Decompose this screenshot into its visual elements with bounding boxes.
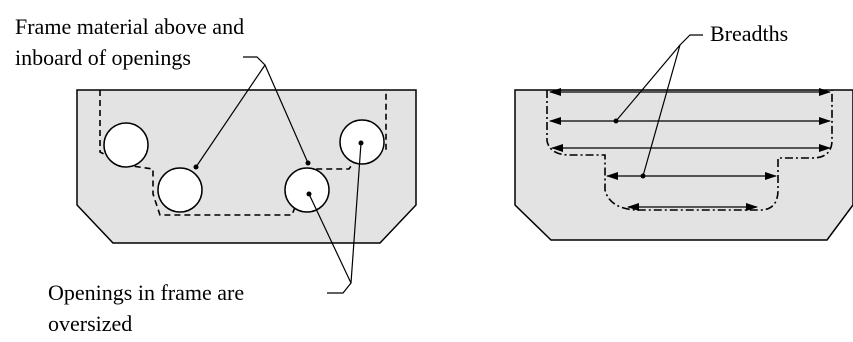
frame-material-leader [195,56,309,168]
opening-3 [284,167,330,213]
right-frame-section [514,34,853,241]
breadths-label: Breadths [710,21,789,46]
frame-material-dot-2 [305,160,311,166]
frame-material-dot-1 [193,164,199,170]
openings-label-line1: Openings in frame are [48,280,245,305]
openings-dot-1 [306,191,312,197]
frame-material-label-line2: inboard of openings [15,45,191,70]
left-section-outline [76,89,417,244]
opening-1 [103,122,149,168]
left-frame-section [76,56,417,294]
right-frame-boundary-dashdot [546,90,833,211]
frame-material-label-line1: Frame material above and [15,14,245,39]
breadths-dot-1 [613,118,619,124]
opening-2 [157,167,203,213]
breadths-dot-2 [640,173,646,179]
openings-leader [308,142,362,294]
openings-label-line2: oversized [48,311,133,336]
openings-dot-2 [358,140,364,146]
right-section-outline [514,89,853,241]
breadths-leader [615,34,703,177]
